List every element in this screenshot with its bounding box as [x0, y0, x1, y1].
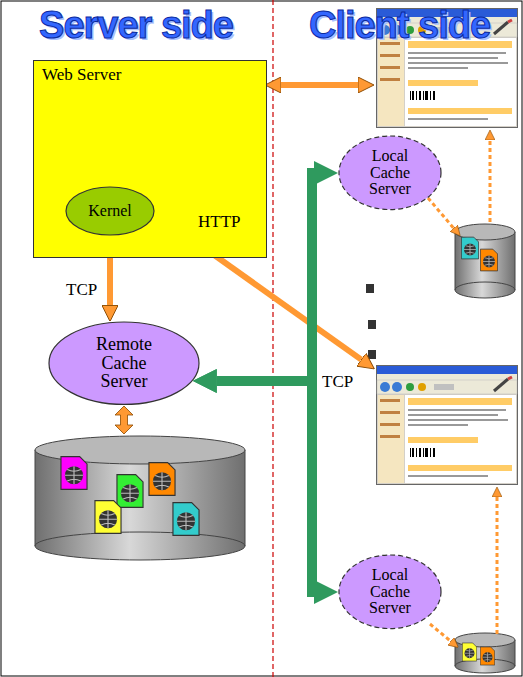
- path-shape: [428, 198, 454, 228]
- ellipse-fill: [339, 555, 441, 629]
- protocol-label: TCP: [66, 280, 97, 300]
- section-heading: Client side: [276, 4, 523, 47]
- box-fill: [34, 61, 267, 258]
- path-shape: [281, 82, 358, 88]
- database-cylinder: [35, 436, 245, 560]
- ellipse-fill: [66, 187, 154, 235]
- line-shape: [515, 640, 516, 666]
- tcp-trunk-arrow: [217, 381, 314, 592]
- line-shape: [245, 450, 246, 546]
- use-shape: [95, 501, 121, 534]
- line-shape: [455, 640, 456, 666]
- use-shape: [462, 643, 476, 661]
- line-shape: [35, 450, 36, 546]
- node-label: Remote Cache Server: [89, 335, 159, 392]
- use-shape: [173, 503, 199, 536]
- ellipse-shape: [455, 282, 515, 298]
- local-store-cylinder: [455, 224, 515, 298]
- local-store-cylinder: [455, 633, 515, 673]
- protocol-label: HTTP: [198, 212, 241, 232]
- cache-server-ellipse: Remote Cache Server: [48, 321, 200, 405]
- section-heading: Server side: [0, 4, 272, 47]
- node-label: Local Cache Server: [359, 148, 421, 198]
- use-shape: [480, 249, 497, 271]
- rect-shape: [368, 320, 376, 329]
- use-shape: [480, 647, 494, 665]
- cache-server-ellipse: Local Cache Server: [338, 554, 442, 630]
- kernel-ellipse: Kernel: [65, 186, 155, 236]
- storage-arrow: [115, 406, 133, 434]
- cache-server-ellipse: Local Cache Server: [338, 135, 442, 211]
- use-shape: [61, 457, 87, 490]
- ellipse-fill: [49, 322, 199, 404]
- ellipse-shape: [35, 532, 245, 560]
- rect-shape: [368, 350, 376, 359]
- path-shape: [489, 140, 492, 222]
- ellipse-fill: [339, 136, 441, 210]
- browser-window: [377, 366, 518, 485]
- node-label: Local Cache Server: [359, 567, 421, 617]
- rect-shape: [366, 284, 374, 293]
- divider-line: [272, 0, 273, 677]
- rect-shape: [455, 232, 515, 290]
- node-label: Kernel: [88, 203, 132, 220]
- use-shape: [117, 475, 143, 508]
- line-shape: [515, 232, 516, 290]
- line-shape: [455, 232, 456, 290]
- protocol-label: TCP: [322, 372, 353, 392]
- dashed-arrow: [428, 140, 497, 641]
- ellipsis-dots: [366, 284, 376, 359]
- tcp-arrow: [107, 252, 113, 305]
- path-shape: [496, 497, 499, 634]
- use-shape: [461, 237, 478, 259]
- path-shape: [430, 624, 451, 641]
- node-label: Web Server: [33, 60, 267, 90]
- use-shape: [149, 463, 175, 496]
